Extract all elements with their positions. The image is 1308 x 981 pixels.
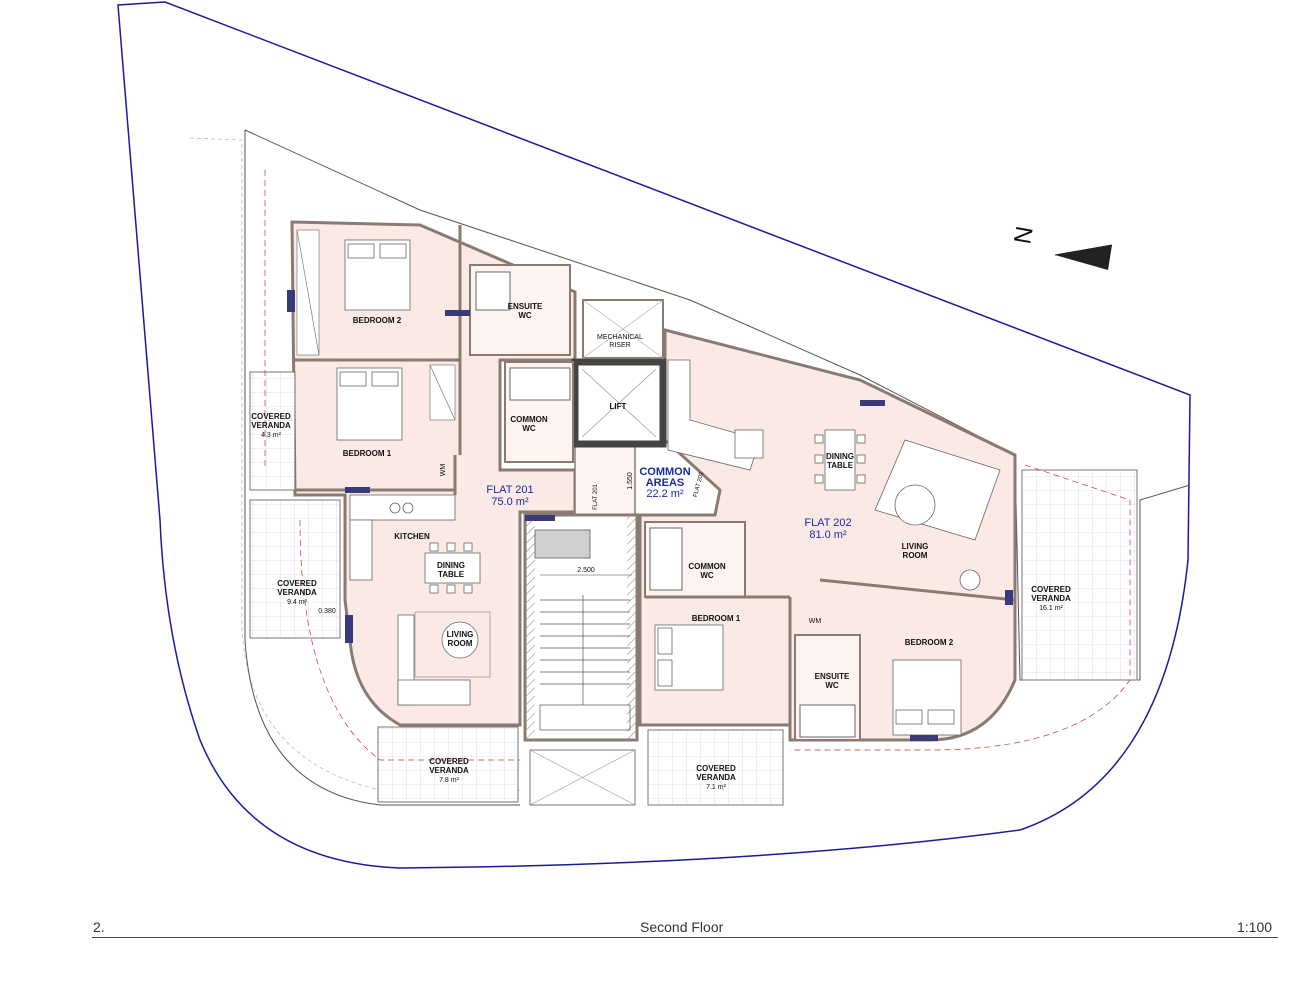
dim-wall-gap: 0.380 (318, 608, 336, 615)
room-label-mech-1: MECHANICAL (597, 334, 643, 341)
room-label-living-a-1: LIVING (447, 630, 474, 639)
veranda-3-line2: VERANDA (429, 766, 469, 775)
room-label-ensuite-b-2: WC (825, 681, 839, 690)
room-label-common-wc-a-2: WC (522, 424, 536, 433)
room-label-living-b-1: LIVING (902, 542, 929, 551)
common-areas-area: 22.2 m² (646, 488, 684, 500)
flat-201-name: FLAT 201 (486, 484, 533, 496)
north-label: N (1009, 224, 1039, 246)
veranda-7-1 (647, 729, 784, 806)
drawing-number: 2. (93, 919, 105, 935)
footer-rule (92, 937, 1278, 938)
veranda-7-8 (377, 726, 519, 803)
eave-line (264, 170, 1131, 761)
room-label-bedroom2-b: BEDROOM 2 (905, 638, 954, 647)
flat-201-area: 75.0 m² (491, 496, 529, 508)
plot-boundary (117, 1, 1191, 869)
room-label-dining-a-1: DINING (437, 561, 465, 570)
bed-bedroom-1-a (336, 367, 403, 441)
room-label-living-b-2: ROOM (903, 551, 928, 560)
dining-set-a (424, 542, 481, 594)
lift-cross (581, 368, 657, 438)
drawing-title: Second Floor (640, 919, 724, 935)
veranda-4-area: 7.1 m² (706, 784, 727, 791)
common-areas-line1: COMMON (639, 466, 690, 478)
kitchen-counter-a (349, 494, 456, 581)
room-label-common-wc-b-2: WC (700, 571, 714, 580)
flat-202-partitions (645, 578, 1016, 740)
veranda-3-area: 7.8 m² (439, 777, 460, 784)
room-label-dining-b-2: TABLE (827, 461, 854, 470)
dining-set-b (814, 429, 866, 491)
door-tag-flat-201: FLAT 201 (593, 483, 599, 509)
veranda-5-area: 16.1 m² (1039, 605, 1063, 612)
room-label-common-wc-a-1: COMMON (510, 415, 548, 424)
stair-wall-hatch-left (525, 515, 535, 740)
dim-corridor: 1.550 (627, 472, 634, 490)
flat-202-area: 81.0 m² (809, 529, 847, 541)
veranda-1-line2: VERANDA (251, 421, 291, 430)
bed-bedroom-1-b (654, 624, 724, 691)
veranda-4-3 (249, 371, 296, 491)
room-label-dining-b-1: DINING (826, 452, 854, 461)
room-label-bedroom2-a: BEDROOM 2 (353, 316, 402, 325)
room-label-ensuite-b-1: ENSUITE (815, 672, 850, 681)
room-label-kitchen: KITCHEN (394, 532, 430, 541)
veranda-2-line1: COVERED (277, 579, 317, 588)
room-label-bedroom1-a: BEDROOM 1 (343, 449, 392, 458)
room-label-mech-2: RISER (609, 342, 630, 349)
stair-disabled-lift-box (534, 529, 591, 559)
room-label-ensuite-a-2: WC (518, 311, 532, 320)
sofa-a (397, 611, 491, 706)
common-areas-line2: AREAS (646, 477, 685, 489)
veranda-3-line1: COVERED (429, 757, 469, 766)
door-tag-flat-202: FLAT 202 (693, 471, 706, 498)
veranda-2-area: 9.4 m² (287, 599, 308, 606)
site-offset-line (189, 137, 520, 791)
north-arrow (1054, 244, 1113, 270)
sofa-b (874, 439, 1001, 591)
veranda-5-line2: VERANDA (1031, 594, 1071, 603)
veranda-16-1 (1021, 469, 1138, 681)
room-label-lift: LIFT (610, 402, 627, 411)
veranda-1-area: 4.3 m² (261, 432, 282, 439)
bed-bedroom-2-a (344, 239, 411, 311)
flat-202-name: FLAT 202 (804, 517, 851, 529)
room-label-wm-a: WM (440, 464, 447, 477)
void-center (529, 749, 636, 806)
veranda-2-line2: VERANDA (277, 588, 317, 597)
flat-201-partitions (295, 225, 462, 495)
wardrobe-a (296, 229, 456, 421)
dim-stair-width: 2.500 (577, 567, 595, 574)
stair-treads (539, 595, 631, 731)
common-corridor (574, 439, 636, 516)
room-label-common-wc-b-1: COMMON (688, 562, 726, 571)
windows (287, 290, 1013, 741)
room-label-ensuite-a-1: ENSUITE (508, 302, 543, 311)
veranda-4-line1: COVERED (696, 764, 736, 773)
veranda-4-line2: VERANDA (696, 773, 736, 782)
room-label-wm-b: WM (809, 618, 822, 625)
stair-wall-hatch-right (627, 515, 637, 740)
veranda-5-line1: COVERED (1031, 585, 1071, 594)
room-label-dining-a-2: TABLE (438, 570, 465, 579)
veranda-1-line1: COVERED (251, 412, 291, 421)
veranda-9-4 (249, 499, 341, 639)
kitchen-island-b (667, 359, 764, 471)
room-label-living-a-2: ROOM (448, 639, 473, 648)
room-label-bedroom1-b: BEDROOM 1 (692, 614, 741, 623)
bed-bedroom-2-b (892, 659, 962, 736)
drawing-scale: 1:100 (1237, 919, 1273, 935)
